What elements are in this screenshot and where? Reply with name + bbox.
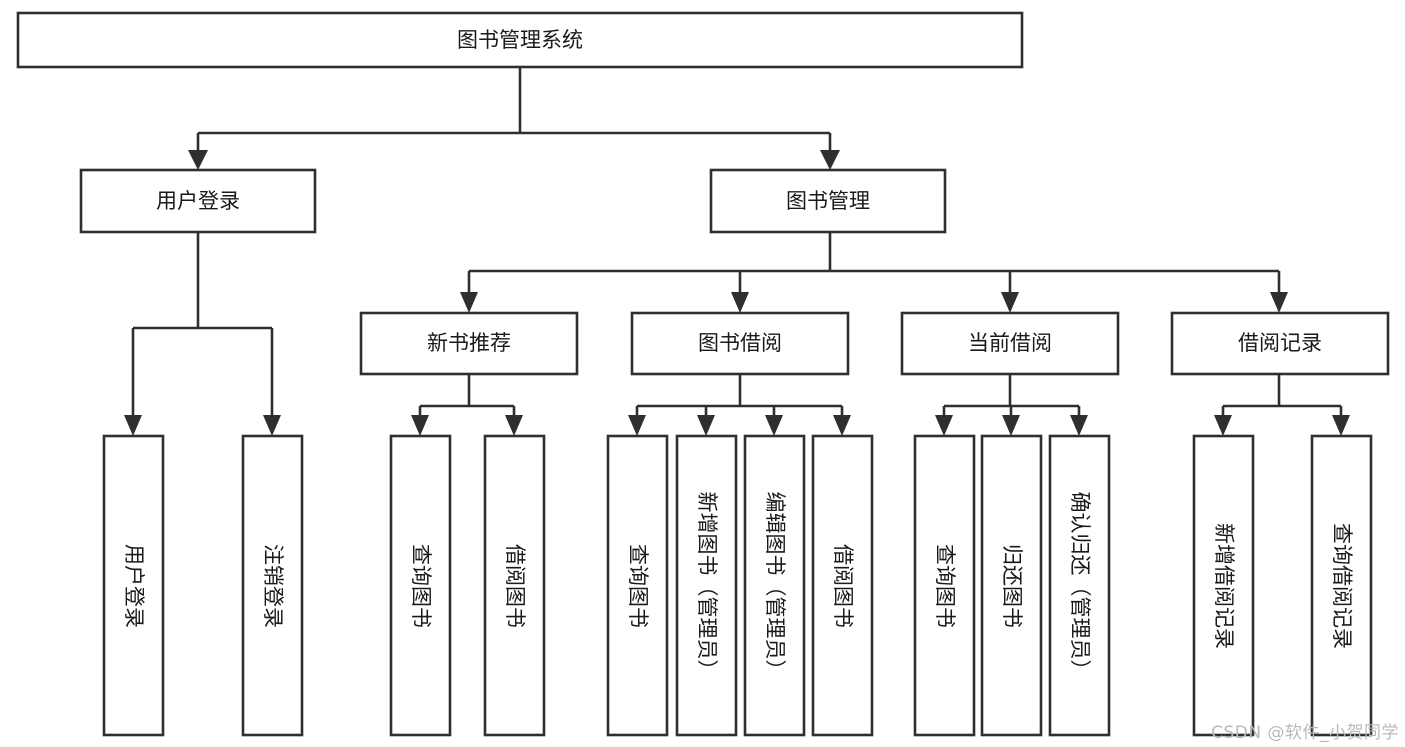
node-leaf-query-record-label: 查询借阅记录 bbox=[1330, 523, 1354, 649]
node-leaf-logout-login-label: 注销登录 bbox=[261, 544, 285, 628]
node-leaf-query-book-3[interactable]: 查询图书 bbox=[913, 434, 976, 737]
arrow-to-leaf-add-book bbox=[697, 415, 715, 436]
arrow-to-new-book-recommend bbox=[460, 292, 478, 313]
arrow-to-book-management bbox=[820, 150, 840, 170]
node-leaf-user-login-label: 用户登录 bbox=[122, 544, 146, 628]
node-current-borrow[interactable]: 当前借阅 bbox=[900, 311, 1120, 376]
arrow-to-leaf-user-login bbox=[124, 415, 142, 436]
node-book-management-label: 图书管理 bbox=[786, 189, 870, 213]
node-borrow-record-label: 借阅记录 bbox=[1238, 331, 1322, 355]
node-leaf-add-book-label: 新增图书（管理员） bbox=[695, 492, 719, 681]
node-leaf-query-book-1[interactable]: 查询图书 bbox=[389, 434, 452, 737]
node-new-book-recommend-label: 新书推荐 bbox=[427, 331, 511, 355]
node-leaf-borrow-book-2-label: 借阅图书 bbox=[831, 544, 855, 628]
node-leaf-return-book-label: 归还图书 bbox=[1000, 544, 1024, 628]
node-layer: 图书管理系统 用户登录 图书管理 新书推荐 图书借阅 bbox=[16, 11, 1390, 737]
arrow-to-borrow-record bbox=[1270, 292, 1288, 313]
arrow-to-leaf-edit-book bbox=[765, 415, 783, 436]
arrow-to-leaf-query-record bbox=[1332, 415, 1350, 436]
node-borrow-record[interactable]: 借阅记录 bbox=[1170, 311, 1390, 376]
node-leaf-query-book-2[interactable]: 查询图书 bbox=[606, 434, 669, 737]
arrow-to-leaf-confirm-return bbox=[1070, 415, 1088, 436]
node-user-login[interactable]: 用户登录 bbox=[79, 168, 317, 234]
node-root[interactable]: 图书管理系统 bbox=[16, 11, 1024, 69]
arrow-to-leaf-query-book-2 bbox=[628, 415, 646, 436]
node-leaf-user-login[interactable]: 用户登录 bbox=[102, 434, 165, 737]
node-user-login-label: 用户登录 bbox=[156, 189, 240, 213]
node-leaf-borrow-book-1-label: 借阅图书 bbox=[503, 544, 527, 628]
node-book-borrow-label: 图书借阅 bbox=[698, 331, 782, 355]
edge-layer bbox=[124, 67, 1350, 436]
node-leaf-query-book-2-label: 查询图书 bbox=[626, 544, 650, 628]
node-leaf-confirm-return-label: 确认归还（管理员） bbox=[1068, 492, 1092, 681]
node-leaf-borrow-book-1[interactable]: 借阅图书 bbox=[483, 434, 546, 737]
arrow-to-leaf-query-book-1 bbox=[411, 415, 429, 436]
node-leaf-borrow-book-2[interactable]: 借阅图书 bbox=[811, 434, 874, 737]
node-leaf-edit-book[interactable]: 编辑图书（管理员） bbox=[743, 434, 806, 737]
node-leaf-query-book-1-label: 查询图书 bbox=[409, 544, 433, 628]
arrow-to-leaf-borrow-book-2 bbox=[833, 415, 851, 436]
arrow-to-book-borrow bbox=[731, 292, 749, 313]
arrow-to-leaf-return-book bbox=[1002, 415, 1020, 436]
node-leaf-add-book[interactable]: 新增图书（管理员） bbox=[675, 434, 738, 737]
node-leaf-edit-book-label: 编辑图书（管理员） bbox=[763, 492, 787, 681]
node-current-borrow-label: 当前借阅 bbox=[968, 331, 1052, 355]
node-root-label: 图书管理系统 bbox=[457, 28, 583, 52]
node-book-borrow[interactable]: 图书借阅 bbox=[630, 311, 850, 376]
node-leaf-return-book[interactable]: 归还图书 bbox=[980, 434, 1043, 737]
arrow-to-leaf-query-book-3 bbox=[935, 415, 953, 436]
node-leaf-add-record[interactable]: 新增借阅记录 bbox=[1192, 434, 1255, 737]
arrow-to-leaf-add-record bbox=[1214, 415, 1232, 436]
arrow-to-leaf-borrow-book-1 bbox=[505, 415, 523, 436]
node-new-book-recommend[interactable]: 新书推荐 bbox=[359, 311, 579, 376]
node-leaf-add-record-label: 新增借阅记录 bbox=[1212, 523, 1236, 649]
node-book-management[interactable]: 图书管理 bbox=[709, 168, 947, 234]
node-leaf-query-record[interactable]: 查询借阅记录 bbox=[1310, 434, 1373, 737]
arrow-to-leaf-logout-login bbox=[263, 415, 281, 436]
node-leaf-logout-login[interactable]: 注销登录 bbox=[241, 434, 304, 737]
arrow-to-user-login bbox=[188, 150, 208, 170]
node-leaf-query-book-3-label: 查询图书 bbox=[933, 544, 957, 628]
node-leaf-confirm-return[interactable]: 确认归还（管理员） bbox=[1048, 434, 1111, 737]
arrow-to-current-borrow bbox=[1001, 292, 1019, 313]
